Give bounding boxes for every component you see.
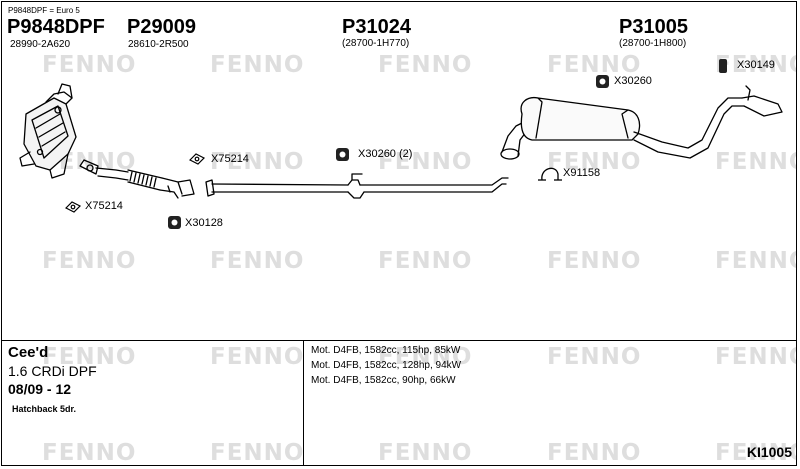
- vehicle-body: Hatchback 5dr.: [12, 404, 77, 414]
- watermark: FENNO: [210, 248, 305, 274]
- accessory-callout[interactable]: X30260: [614, 75, 652, 87]
- watermark: FENNO: [547, 440, 642, 466]
- accessory-callout[interactable]: X30260 (2): [358, 148, 413, 160]
- part-oe-reference: 28610-2R500: [128, 39, 189, 50]
- part-oe-reference: (28700-1H800): [619, 38, 687, 49]
- accessory-callout[interactable]: X75214: [85, 200, 123, 212]
- accessory-callout[interactable]: X75214: [211, 153, 249, 165]
- watermark: FENNO: [378, 440, 473, 466]
- rubber-mount-icon: [596, 75, 609, 88]
- watermark: FENNO: [378, 248, 473, 274]
- watermark: FENNO: [210, 344, 305, 370]
- part-oe-reference: 28990-2A620: [10, 39, 71, 50]
- kit-code: KI1005: [746, 444, 792, 460]
- accessory-callout[interactable]: X30128: [185, 217, 223, 229]
- watermark: FENNO: [42, 52, 137, 78]
- flange-gasket-icon: [188, 153, 206, 165]
- watermark: FENNO: [210, 52, 305, 78]
- watermark: FENNO: [210, 440, 305, 466]
- rear-silencer-drawing: [500, 85, 783, 160]
- part-oe-reference: (28700-1H770): [342, 38, 410, 49]
- watermark: FENNO: [715, 344, 796, 370]
- gasket-ring-icon: [64, 201, 82, 213]
- catalytic-converter-drawing: [19, 83, 77, 179]
- front-pipe-drawing: [79, 159, 195, 199]
- accessory-callout[interactable]: X91158: [563, 167, 601, 179]
- watermark: FENNO: [547, 248, 642, 274]
- euro-norm-note: P9848DPF = Euro 5: [8, 6, 80, 15]
- intermediate-pipe-drawing: [205, 173, 509, 199]
- watermark: FENNO: [42, 344, 137, 370]
- watermark: FENNO: [547, 149, 642, 175]
- rubber-mount-icon: [336, 148, 349, 161]
- watermark: FENNO: [715, 248, 796, 274]
- engine-spec-line: Mot. D4FB, 1582cc, 128hp, 94kW: [311, 360, 462, 371]
- part-number[interactable]: P9848DPF: [7, 16, 105, 38]
- watermark: FENNO: [547, 344, 642, 370]
- engine-spec-line: Mot. D4FB, 1582cc, 90hp, 66kW: [311, 375, 456, 386]
- part-number[interactable]: P29009: [127, 16, 196, 38]
- watermark: FENNO: [210, 149, 305, 175]
- part-number[interactable]: P31024: [342, 16, 411, 38]
- hanger-bracket-icon: [719, 59, 727, 73]
- watermark: FENNO: [378, 344, 473, 370]
- engine-spec-line: Mot. D4FB, 1582cc, 115hp, 85kW: [311, 345, 461, 356]
- part-number[interactable]: P31005: [619, 16, 688, 38]
- watermark: FENNO: [42, 440, 137, 466]
- watermark: FENNO: [715, 149, 796, 175]
- exhaust-diagram: [19, 59, 783, 229]
- watermark: FENNO: [42, 248, 137, 274]
- rubber-mount-icon: [168, 216, 181, 229]
- vehicle-engine: 1.6 CRDi DPF: [8, 363, 97, 379]
- pipe-clamp-icon: [538, 167, 562, 181]
- info-panel-divider: [2, 340, 796, 341]
- watermark: FENNO: [715, 440, 796, 466]
- watermark: FENNO: [378, 52, 473, 78]
- watermark: FENNO: [547, 52, 642, 78]
- watermark: FENNO: [715, 52, 796, 78]
- vehicle-years: 08/09 - 12: [8, 381, 72, 397]
- vehicle-model: Cee'd: [8, 344, 49, 361]
- watermark: FENNO: [378, 149, 473, 175]
- info-panel-column-divider: [303, 340, 304, 465]
- accessory-callout[interactable]: X30149: [737, 59, 775, 71]
